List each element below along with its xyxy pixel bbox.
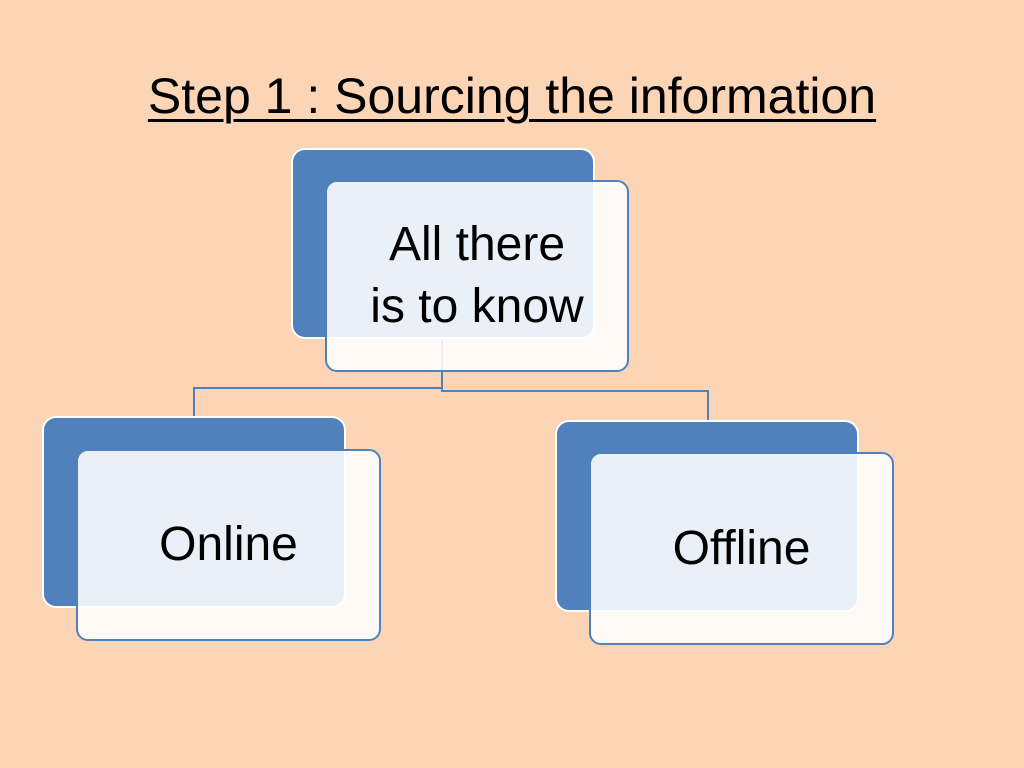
slide-title: Step 1 : Sourcing the information — [147, 68, 877, 124]
node-root-label-line2: is to know — [370, 280, 584, 333]
node-online-card: Online — [76, 449, 381, 641]
node-root-card: All there is to know — [325, 180, 629, 372]
node-offline-label: Offline — [672, 521, 811, 575]
node-root-label-line1: All there — [388, 218, 566, 271]
node-online-label: Online — [159, 518, 298, 571]
node-offline-card: Offline — [589, 452, 894, 645]
node-root-label: All there is to know — [370, 214, 583, 338]
